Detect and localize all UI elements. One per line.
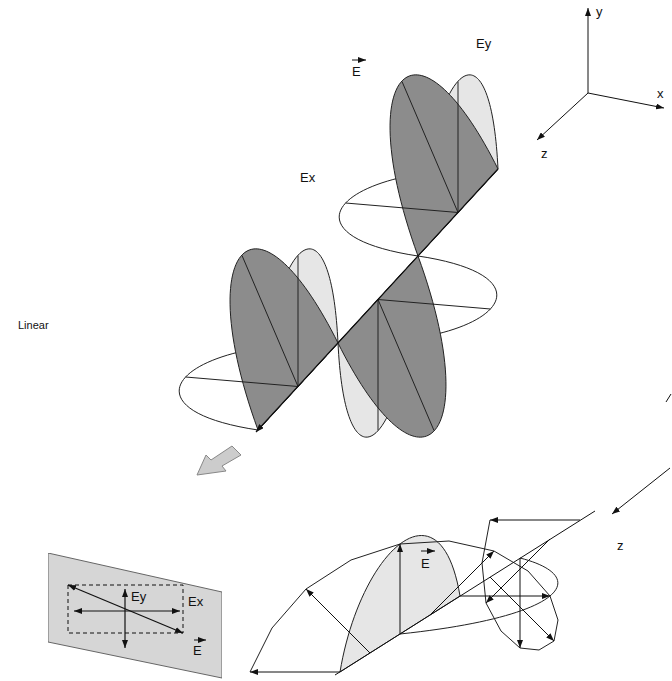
axis-label: z (541, 146, 548, 161)
pointer-arrow (197, 446, 241, 475)
e-lobes (230, 75, 498, 437)
vector-arrow (352, 60, 366, 61)
projection-plane (48, 553, 222, 679)
circular-wave (250, 394, 671, 675)
field-lines (186, 82, 491, 431)
axis-label: y (596, 4, 603, 19)
axis-label: z (617, 538, 624, 553)
component-label: Ey (476, 36, 491, 51)
vector-label: E (421, 556, 430, 571)
vector-label: E (352, 64, 361, 79)
axes (537, 8, 664, 140)
component-label: Ey (131, 589, 146, 604)
propagation-axis (256, 169, 498, 432)
component-label: Ex (188, 594, 203, 609)
component-label: Ex (300, 170, 315, 185)
axis-label: x (657, 86, 664, 101)
vector-label: E (193, 643, 202, 658)
projection-plane: Ey ExE (48, 553, 222, 679)
polarization-label: Linear (18, 318, 49, 333)
